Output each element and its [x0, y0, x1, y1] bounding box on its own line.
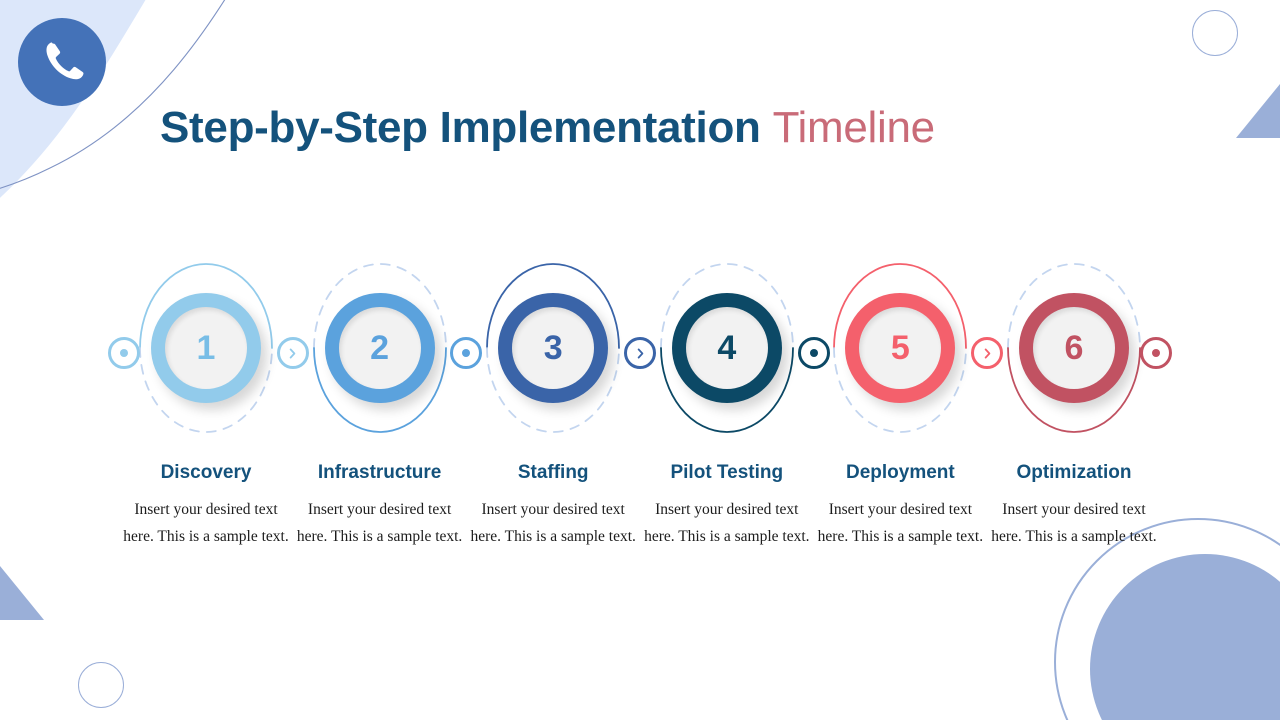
timeline-steps: 1 2 3 4 5 6 [120, 248, 1160, 458]
timeline-step-1[interactable]: 1 [120, 248, 292, 448]
step-node-2[interactable]: 2 [324, 293, 435, 403]
timeline-step-3[interactable]: 3 [467, 248, 639, 448]
step-node-5[interactable]: 5 [845, 293, 956, 403]
orbit-arcs [139, 263, 273, 433]
chevron-right-icon [984, 348, 990, 358]
decorative-ring-top-right [1192, 10, 1238, 56]
caption-title-6: Optimization [1016, 462, 1132, 483]
connector-target-dot-icon-3[interactable] [450, 337, 483, 369]
timeline-step-6[interactable]: 6 [988, 248, 1160, 448]
chevron-right-icon [289, 348, 296, 358]
caption-title-5: Deployment [846, 462, 955, 483]
orbit-arcs [312, 263, 447, 433]
timeline-step-5[interactable]: 5 [814, 248, 986, 448]
caption-body-3: Insert your desired text here. This is a… [470, 500, 636, 545]
page-title-accent: Timeline [772, 103, 936, 153]
decorative-triangle-right [1236, 84, 1280, 143]
connector-target-dot-icon-5[interactable] [797, 337, 830, 369]
chevron-right-icon [637, 348, 643, 358]
step-number-1: 1 [165, 307, 247, 389]
timeline-step-2[interactable]: 2 [294, 248, 466, 448]
connector-target-dot-icon-7[interactable] [1140, 337, 1172, 369]
page-title: Step-by-Step Implementation Timeline [160, 103, 935, 153]
caption-title-4: Pilot Testing [670, 462, 784, 483]
orbit-arcs [486, 263, 621, 433]
target-dot-icon [462, 349, 471, 357]
page-title-main: Step-by-Step Implementation [160, 103, 761, 153]
caption-body-6: Insert your desired text here. This is a… [991, 500, 1157, 545]
caption-body-2: Insert your desired text here. This is a… [296, 500, 463, 545]
timeline: 1 2 3 4 5 6 [0, 248, 1280, 458]
decorative-ring-bottom-left [78, 662, 124, 708]
step-node-6[interactable]: 6 [1018, 293, 1129, 403]
orbit-arcs [833, 263, 968, 433]
target-dot-icon [1152, 349, 1160, 357]
connector-chevron-right-icon-4[interactable] [624, 337, 656, 369]
step-number-6: 6 [1032, 307, 1115, 389]
step-number-4: 4 [685, 307, 768, 389]
caption-title-3: Staffing [517, 462, 589, 483]
logo-badge[interactable] [18, 18, 106, 106]
step-number-3: 3 [512, 307, 595, 389]
caption-body-1: Insert your desired text here. This is a… [123, 500, 289, 545]
timeline-step-4[interactable]: 4 [641, 248, 813, 448]
step-number-2: 2 [338, 307, 421, 389]
connector-chevron-right-icon-2[interactable] [276, 337, 309, 369]
step-node-1[interactable]: 1 [151, 293, 261, 403]
caption-title-1: Discovery [160, 462, 252, 483]
decorative-circle-bottom-right [1090, 554, 1280, 720]
caption-title-2: Infrastructure [317, 462, 442, 483]
connector-target-dot-icon-1[interactable] [108, 337, 140, 369]
orbit-arcs [659, 263, 794, 433]
decorative-triangle-left [0, 566, 44, 625]
orbit-arcs [1007, 263, 1141, 433]
caption-body-4: Insert your desired text here. This is a… [644, 500, 810, 545]
target-dot-icon [809, 349, 818, 357]
step-node-3[interactable]: 3 [498, 293, 609, 403]
step-node-4[interactable]: 4 [671, 293, 782, 403]
step-number-5: 5 [859, 307, 942, 389]
target-dot-icon [120, 349, 128, 357]
connector-chevron-right-icon-6[interactable] [971, 337, 1004, 369]
caption-body-5: Insert your desired text here. This is a… [817, 500, 984, 545]
phone-handset-icon [39, 37, 85, 88]
